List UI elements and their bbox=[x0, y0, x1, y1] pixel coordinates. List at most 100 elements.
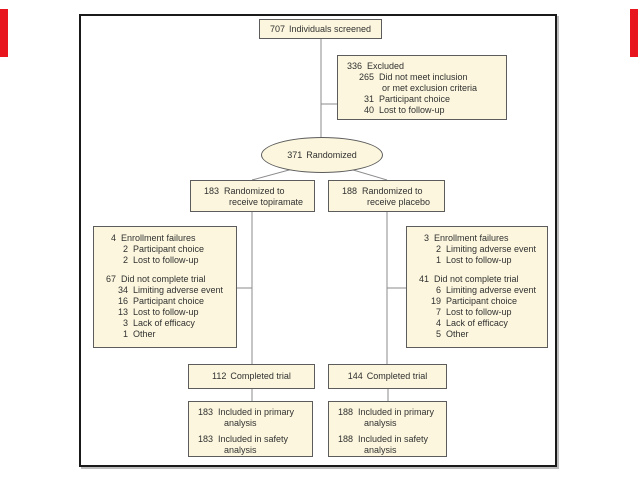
row-number: 19 bbox=[430, 296, 441, 306]
excluded-row: 31 Participant choice bbox=[358, 94, 502, 105]
row-label-line2: analysis bbox=[224, 418, 257, 428]
row-number: 4 bbox=[110, 233, 116, 243]
row-label: Lost to follow-up bbox=[446, 255, 512, 265]
topiramate-analysis-box: 183 Included in primary analysis 183 Inc… bbox=[188, 401, 313, 457]
row-number: 34 bbox=[117, 285, 128, 295]
placebo-dropout-box: 3 Enrollment failures 2 Limiting adverse… bbox=[406, 226, 548, 348]
excluded-row: 40 Lost to follow-up bbox=[358, 105, 502, 116]
row-number: 3 bbox=[423, 233, 429, 243]
row-label: Lack of efficacy bbox=[133, 318, 195, 328]
row-label: Did not complete trial bbox=[121, 274, 206, 284]
analysis-row: 188 Included in primary analysis bbox=[337, 407, 442, 429]
row-label-line2: analysis bbox=[224, 445, 257, 455]
screened-box: 707 Individuals screened bbox=[259, 19, 382, 39]
row-number: 188 bbox=[337, 407, 353, 417]
row-label-line1: Included in safety bbox=[358, 434, 429, 444]
randomized-count: 371 bbox=[287, 149, 303, 160]
row-number: 40 bbox=[363, 105, 374, 115]
row-label: Participant choice bbox=[379, 94, 451, 104]
dropout-row: 41 Did not complete trial bbox=[413, 274, 543, 285]
screened-label: Individuals screened bbox=[288, 23, 372, 34]
row-label: Did not complete trial bbox=[434, 274, 519, 284]
dropout-row: 13 Lost to follow-up bbox=[112, 307, 232, 318]
row-label: Limiting adverse event bbox=[133, 285, 224, 295]
row-label: Included in safety analysis bbox=[218, 434, 288, 456]
arm-count: 183 bbox=[203, 186, 219, 196]
analysis-row: 183 Included in primary analysis bbox=[197, 407, 308, 429]
arm-label-line1: Randomized to bbox=[362, 186, 423, 196]
row-number: 188 bbox=[337, 434, 353, 444]
screened-count: 707 bbox=[269, 23, 285, 34]
placebo-arm-box: 188 Randomized to receive placebo bbox=[328, 180, 445, 212]
row-label-line2: analysis bbox=[364, 445, 397, 455]
row-label: Included in safety analysis bbox=[358, 434, 428, 456]
row-number: 13 bbox=[117, 307, 128, 317]
row-number: 1 bbox=[435, 255, 441, 265]
dropout-row: 2 Lost to follow-up bbox=[112, 255, 232, 266]
excluded-row: or met exclusion criteria bbox=[358, 83, 502, 94]
analysis-row: 188 Included in safety analysis bbox=[337, 434, 442, 456]
dropout-row: 2 Participant choice bbox=[112, 244, 232, 255]
row-label: Did not meet inclusion bbox=[379, 72, 468, 82]
dropout-row: 19 Participant choice bbox=[425, 296, 543, 307]
dropout-row: 2 Limiting adverse event bbox=[425, 244, 543, 255]
excluded-box: 336 Excluded 265 Did not meet inclusion … bbox=[337, 55, 507, 120]
row-label: Lack of efficacy bbox=[446, 318, 508, 328]
randomized-ellipse: 371 Randomized bbox=[261, 137, 383, 173]
red-accent-bar-left bbox=[0, 9, 8, 57]
row-number: 2 bbox=[435, 244, 441, 254]
row-number: 183 bbox=[197, 434, 213, 444]
dropout-row: 5 Other bbox=[425, 329, 543, 340]
excluded-row: 265 Did not meet inclusion bbox=[358, 72, 502, 83]
placebo-completed-box: 144 Completed trial bbox=[328, 364, 447, 389]
dropout-row: 1 Other bbox=[112, 329, 232, 340]
row-number: 67 bbox=[105, 274, 116, 284]
dropout-row: 16 Participant choice bbox=[112, 296, 232, 307]
row-number: 5 bbox=[435, 329, 441, 339]
row-number: 183 bbox=[197, 407, 213, 417]
row-label: Included in primary analysis bbox=[358, 407, 434, 429]
arm-label-line2: receive topiramate bbox=[229, 197, 304, 207]
dropout-row: 34 Limiting adverse event bbox=[112, 285, 232, 296]
row-label: Lost to follow-up bbox=[133, 255, 199, 265]
dropout-row: 6 Limiting adverse event bbox=[425, 285, 543, 296]
row-number: 4 bbox=[435, 318, 441, 328]
row-number: 2 bbox=[122, 244, 128, 254]
topiramate-dropout-box: 4 Enrollment failures 2 Participant choi… bbox=[93, 226, 237, 348]
row-label: Enrollment failures bbox=[434, 233, 509, 243]
row-label: Participant choice bbox=[133, 296, 205, 306]
arm-label-line2: receive placebo bbox=[367, 197, 431, 207]
dropout-row: 3 Enrollment failures bbox=[413, 233, 543, 244]
row-label: Enrollment failures bbox=[121, 233, 196, 243]
arm-count: 188 bbox=[341, 186, 357, 196]
dropout-row: 1 Lost to follow-up bbox=[425, 255, 543, 266]
row-number: 1 bbox=[122, 329, 128, 339]
excluded-row: 336 Excluded bbox=[346, 61, 502, 72]
row-label: Other bbox=[446, 329, 469, 339]
row-label: Other bbox=[133, 329, 156, 339]
topiramate-completed-box: 112 Completed trial bbox=[188, 364, 315, 389]
row-label: Participant choice bbox=[446, 296, 518, 306]
row-label-line1: Included in safety bbox=[218, 434, 289, 444]
row-number: 3 bbox=[122, 318, 128, 328]
dropout-row: 4 Lack of efficacy bbox=[425, 318, 543, 329]
row-number: 6 bbox=[435, 285, 441, 295]
row-number: 2 bbox=[122, 255, 128, 265]
row-number bbox=[358, 83, 374, 94]
arm-label-line1: Randomized to bbox=[224, 186, 285, 196]
row-number: 7 bbox=[435, 307, 441, 317]
row-label: Participant choice bbox=[133, 244, 205, 254]
dropout-row: 67 Did not complete trial bbox=[100, 274, 232, 285]
row-label: Included in primary analysis bbox=[218, 407, 294, 429]
dropout-row: 7 Lost to follow-up bbox=[425, 307, 543, 318]
row-label: Lost to follow-up bbox=[379, 105, 445, 115]
row-number: 16 bbox=[117, 296, 128, 306]
row-label-line1: Included in primary bbox=[218, 407, 295, 417]
red-accent-bar-right bbox=[630, 9, 638, 57]
placebo-analysis-box: 188 Included in primary analysis 188 Inc… bbox=[328, 401, 447, 457]
row-label: Limiting adverse event bbox=[446, 285, 537, 295]
completed-count: 112 bbox=[212, 371, 227, 381]
row-number: 336 bbox=[346, 61, 362, 71]
row-label-line1: Included in primary bbox=[358, 407, 435, 417]
